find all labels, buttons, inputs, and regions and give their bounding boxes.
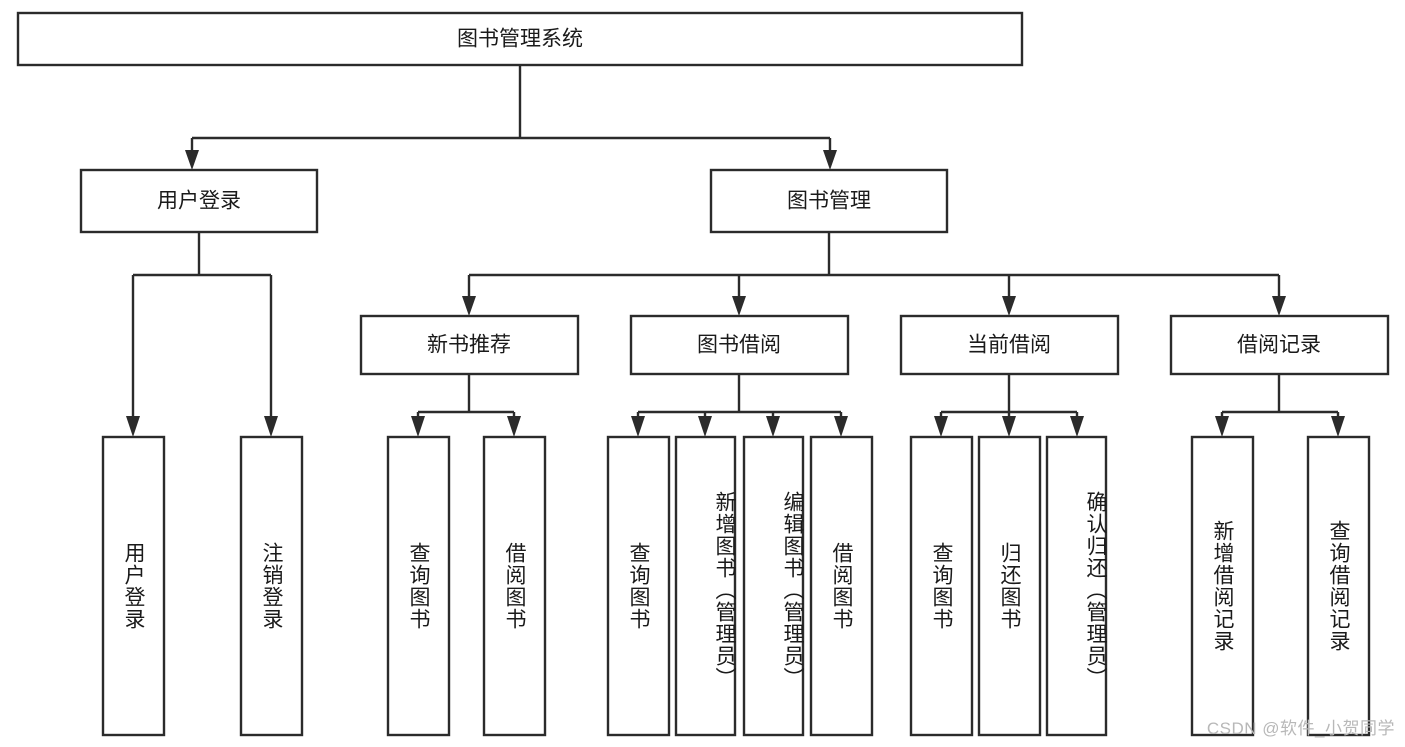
node-user-login[interactable]: 用户登录 (79, 168, 319, 234)
leaf-box-add-borrow-record[interactable] (1190, 435, 1255, 737)
leaf-box-query-book-rec[interactable] (386, 435, 451, 737)
connector-user-login-to-leaves (126, 232, 278, 437)
leaf-box-return-book[interactable] (977, 435, 1042, 737)
leaf-box-logout-login[interactable] (239, 435, 304, 737)
leaf-box-query-book-bor[interactable] (606, 435, 671, 737)
leaf-box-query-borrow-record[interactable] (1306, 435, 1371, 737)
node-user-login-label: 用户登录 (157, 190, 241, 213)
connector-borrow-record-to-leaves (1215, 374, 1345, 437)
node-new-book-recommend-label: 新书推荐 (427, 334, 511, 357)
leaf-box-edit-book-admin[interactable] (742, 435, 805, 737)
connector-book-management-to-level3 (462, 232, 1286, 316)
leaf-box-confirm-return[interactable] (1045, 435, 1108, 737)
leaf-box-borrow-book-rec[interactable] (482, 435, 547, 737)
leaf-box-add-book-admin[interactable] (674, 435, 737, 737)
node-book-management[interactable]: 图书管理 (709, 168, 949, 234)
node-new-book-recommend[interactable]: 新书推荐 (359, 314, 580, 376)
csdn-watermark: CSDN @软件_小贺同学 (1206, 719, 1395, 738)
node-book-borrow[interactable]: 图书借阅 (629, 314, 850, 376)
node-current-borrow-label: 当前借阅 (967, 334, 1051, 357)
node-borrow-record[interactable]: 借阅记录 (1169, 314, 1390, 376)
node-root-label: 图书管理系统 (457, 28, 583, 51)
connector-current-borrow-to-leaves (934, 374, 1084, 437)
connector-new-book-rec-to-leaves (411, 374, 521, 437)
leaf-box-user-login[interactable] (101, 435, 166, 737)
leaf-box-borrow-book-bor[interactable] (809, 435, 874, 737)
node-root-system[interactable]: 图书管理系统 (16, 11, 1024, 67)
connector-root-to-level2 (185, 65, 837, 170)
node-book-management-label: 图书管理 (787, 190, 871, 213)
leaf-box-query-book-cur[interactable] (909, 435, 974, 737)
node-book-borrow-label: 图书借阅 (697, 334, 781, 357)
connector-book-borrow-to-leaves (631, 374, 848, 437)
node-current-borrow[interactable]: 当前借阅 (899, 314, 1120, 376)
node-borrow-record-label: 借阅记录 (1237, 334, 1321, 357)
